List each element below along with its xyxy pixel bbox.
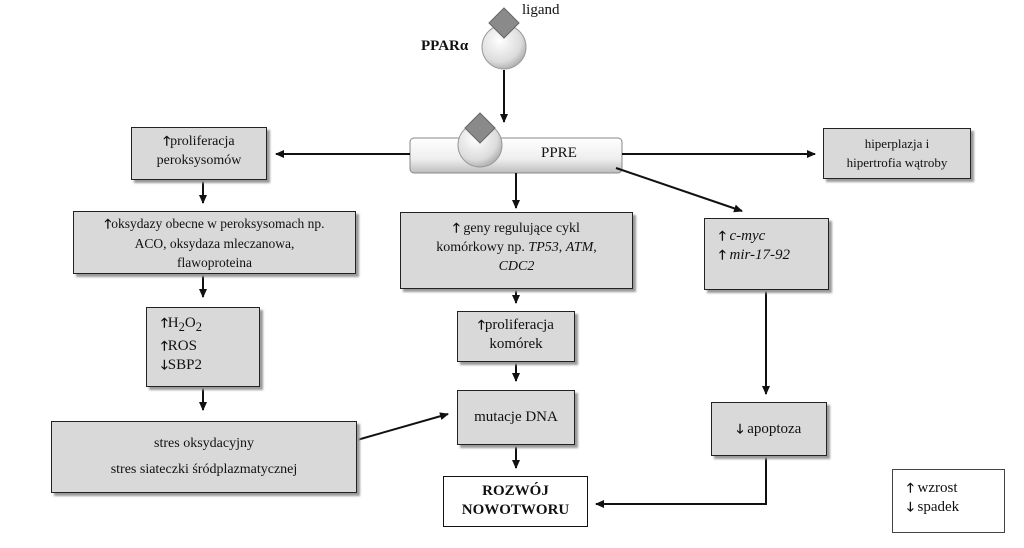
liver-line1: hiperplazja i — [864, 136, 930, 151]
box-liver: hiperplazja i hipertrofia wątroby — [823, 128, 971, 179]
box-ros: 🡑H2O2 🡑ROS 🡓SBP2 — [146, 307, 260, 387]
h2o2-h: H — [167, 315, 179, 331]
h2o2-sub1: 2 — [178, 320, 185, 334]
decrease-arrow-icon: 🡓 — [161, 358, 168, 373]
increase-arrow-icon: 🡑 — [478, 318, 485, 333]
legend: 🡑 wzrost 🡓 spadek — [892, 469, 1005, 533]
genes-line2: komórkowy np. — [436, 240, 529, 255]
increase-arrow-icon: 🡑 — [719, 229, 726, 244]
ligand-ppre-shape — [464, 112, 496, 144]
increase-arrow-icon: 🡑 — [161, 339, 168, 354]
box-cell-cycle-genes: 🡑 geny regulujące cykl komórkowy np. TP5… — [400, 212, 633, 289]
increase-arrow-icon: 🡑 — [104, 217, 112, 232]
box-peroxisome-proliferation: 🡑proliferacja peroksysomów — [131, 127, 267, 180]
oxidases-line1: oksydazy obecne w peroksysomach np. — [111, 216, 325, 231]
gene-tp53: TP53 — [528, 240, 559, 255]
oxidases-line3: flawoproteina — [177, 255, 252, 270]
increase-arrow-icon: 🡑 — [907, 481, 914, 496]
increase-arrow-icon: 🡑 — [453, 221, 460, 236]
box-oxidases: 🡑oksydazy obecne w peroksysomach np. ACO… — [73, 211, 356, 274]
increase-arrow-icon: 🡑 — [163, 134, 171, 149]
liver-line2: hipertrofia wątroby — [846, 155, 948, 170]
peroxisome-line2: peroksysomów — [156, 153, 242, 168]
box-cancer: ROZWÓJ NOWOTWORU — [443, 476, 588, 527]
cell-prolif-line1: proliferacja — [484, 317, 554, 333]
cancer-line1: ROZWÓJ — [482, 483, 549, 499]
oncogene-cmyc: c-myc — [729, 228, 766, 244]
stress-line1: stres oksydacyjny — [154, 436, 254, 451]
legend-increase: wzrost — [917, 480, 958, 496]
gene-atm: ATM — [565, 240, 594, 255]
stress-line2: stres siateczki śródplazmatycznej — [110, 462, 298, 477]
ligand-label: ligand — [522, 2, 560, 18]
increase-arrow-icon: 🡑 — [161, 316, 168, 331]
ros-label: ROS — [167, 338, 197, 354]
ppre-bar — [409, 137, 623, 174]
dna-mutations-label: mutacje DNA — [474, 409, 558, 425]
increase-arrow-icon: 🡑 — [719, 248, 726, 263]
cell-prolif-line2: komórek — [489, 336, 543, 352]
decrease-arrow-icon: 🡓 — [736, 422, 744, 437]
box-apoptosis: 🡓 apoptoza — [711, 402, 827, 456]
gene-cdc2: CDC2 — [498, 259, 535, 274]
oxidases-line2: ACO, oksydaza mleczanowa, — [134, 236, 295, 251]
sbp2-label: SBP2 — [167, 357, 202, 373]
ligand-top-shape — [488, 7, 520, 39]
box-stress: stres oksydacyjny stres siateczki śródpl… — [51, 421, 357, 493]
apoptosis-label: apoptoza — [747, 421, 802, 437]
ppre-label: PPRE — [541, 145, 577, 161]
receptor-label: PPARα — [421, 38, 469, 54]
box-cell-proliferation: 🡑proliferacja komórek — [457, 311, 575, 362]
peroxisome-line1: proliferacja — [170, 134, 235, 149]
h2o2-o: O — [184, 315, 196, 331]
legend-decrease: spadek — [917, 499, 960, 515]
genes-line1: geny regulujące cykl — [463, 221, 580, 236]
cancer-line2: NOWOTWORU — [461, 502, 570, 518]
oncogene-mir: mir-17-92 — [729, 247, 791, 263]
gene-separator: , — [593, 240, 597, 255]
box-oncogenes: 🡑 c-myc 🡑 mir-17-92 — [704, 218, 829, 290]
gene-separator: , — [558, 240, 566, 255]
h2o2-sub2: 2 — [195, 320, 202, 334]
box-dna-mutations: mutacje DNA — [457, 390, 575, 445]
decrease-arrow-icon: 🡓 — [907, 500, 914, 515]
